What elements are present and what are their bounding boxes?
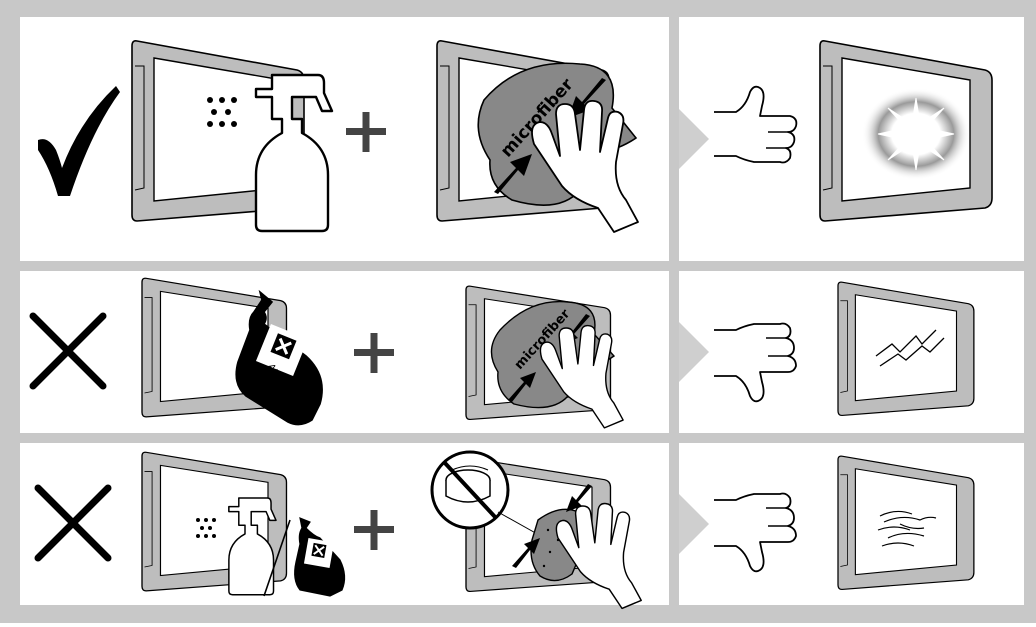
divider-slash: [263, 519, 291, 597]
spray-mist: [207, 97, 237, 127]
arrow-icon: [566, 484, 592, 512]
arrow-icon: [568, 78, 606, 118]
alcohol-bottle-icon: ALCOHOL: [235, 289, 323, 426]
monitor-icon: [837, 281, 975, 417]
streaks-icon: [875, 329, 945, 367]
arrow-icon: [494, 154, 532, 194]
monitor-icon: [837, 455, 975, 591]
arrow-icon: [512, 538, 540, 568]
check-icon: [38, 86, 120, 196]
sparkle-icon: [877, 97, 955, 171]
no-rough-sponge-icon: [430, 450, 510, 530]
spray-mist: [196, 518, 216, 538]
alcohol-bottle-icon: ALCOHOL: [294, 517, 346, 597]
arrow-icon: [508, 372, 536, 402]
smudges-icon: [877, 510, 937, 547]
